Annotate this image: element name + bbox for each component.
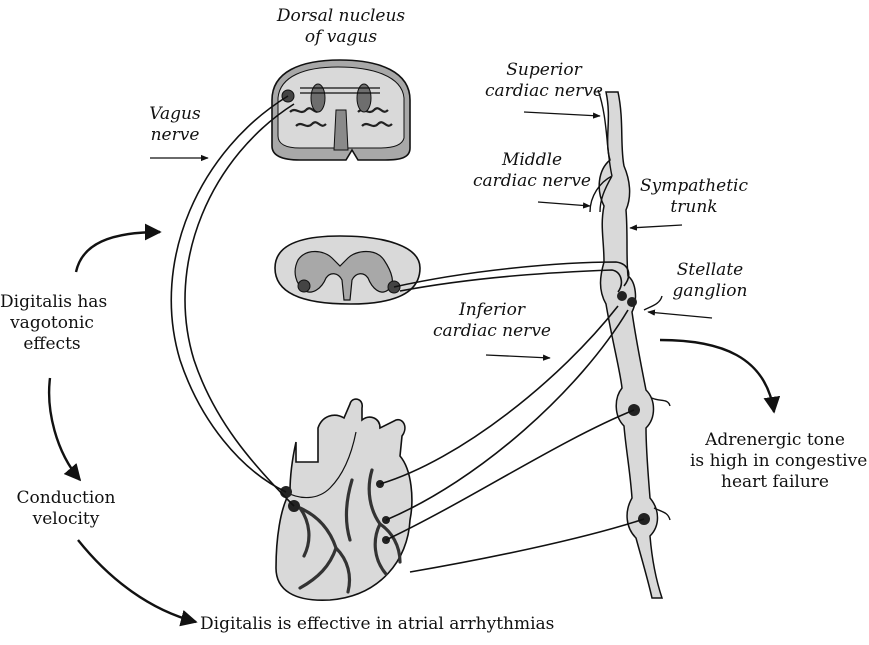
superior-cardiac-nerve-label: Superior cardiac nerve <box>474 60 614 102</box>
inferior-cardiac-nerve-label: Inferior cardiac nerve <box>422 300 562 342</box>
adrenergic-line-1: Adrenergic tone <box>690 430 860 451</box>
adrenergic-line-3: heart failure <box>690 472 860 493</box>
sympathetic-trunk-line-1: Sympathetic <box>634 176 754 197</box>
middle-cardiac-line-2: cardiac nerve <box>462 171 602 192</box>
vagotonic-line-3: effects <box>0 334 104 355</box>
superior-cardiac-line-2: cardiac nerve <box>474 81 614 102</box>
dorsal-nucleus-line-2: of vagus <box>276 27 406 48</box>
vagotonic-line-1: Digitalis has <box>0 292 104 313</box>
vagus-nerve-line-2: nerve <box>136 125 214 146</box>
spinal-cord-section <box>275 236 420 304</box>
conduction-line-1: Conduction <box>14 488 118 509</box>
atrial-arrhythmias-text: Digitalis is effective in atrial arrhyth… <box>200 614 530 635</box>
conduction-line-2: velocity <box>14 509 118 530</box>
superior-cardiac-line-1: Superior <box>474 60 614 81</box>
adrenergic-tone-text: Adrenergic tone is high in congestive he… <box>690 430 860 493</box>
middle-cardiac-nerve-label: Middle cardiac nerve <box>462 150 602 192</box>
sympathetic-trunk-label: Sympathetic trunk <box>634 176 754 218</box>
dorsal-nucleus-line-1: Dorsal nucleus <box>276 6 406 27</box>
vagotonic-effects-text: Digitalis has vagotonic effects <box>0 292 104 355</box>
sympathetic-trunk-line-2: trunk <box>634 197 754 218</box>
vagus-nerve-line-1: Vagus <box>136 104 214 125</box>
inferior-cardiac-line-2: cardiac nerve <box>422 321 562 342</box>
conduction-velocity-text: Conduction velocity <box>14 488 118 530</box>
stellate-ganglion-line-2: ganglion <box>660 281 760 302</box>
middle-cardiac-line-1: Middle <box>462 150 602 171</box>
adrenergic-line-2: is high in congestive <box>690 451 860 472</box>
sympathetic-trunk <box>590 90 670 598</box>
stellate-ganglion-label: Stellate ganglion <box>660 260 760 302</box>
vagotonic-line-2: vagotonic <box>0 313 104 334</box>
brainstem-section <box>272 60 410 160</box>
inferior-cardiac-line-1: Inferior <box>422 300 562 321</box>
vagus-nerve-label: Vagus nerve <box>136 104 214 146</box>
stellate-ganglion-line-1: Stellate <box>660 260 760 281</box>
dorsal-nucleus-label: Dorsal nucleus of vagus <box>276 6 406 48</box>
heart-illustration <box>276 399 412 600</box>
